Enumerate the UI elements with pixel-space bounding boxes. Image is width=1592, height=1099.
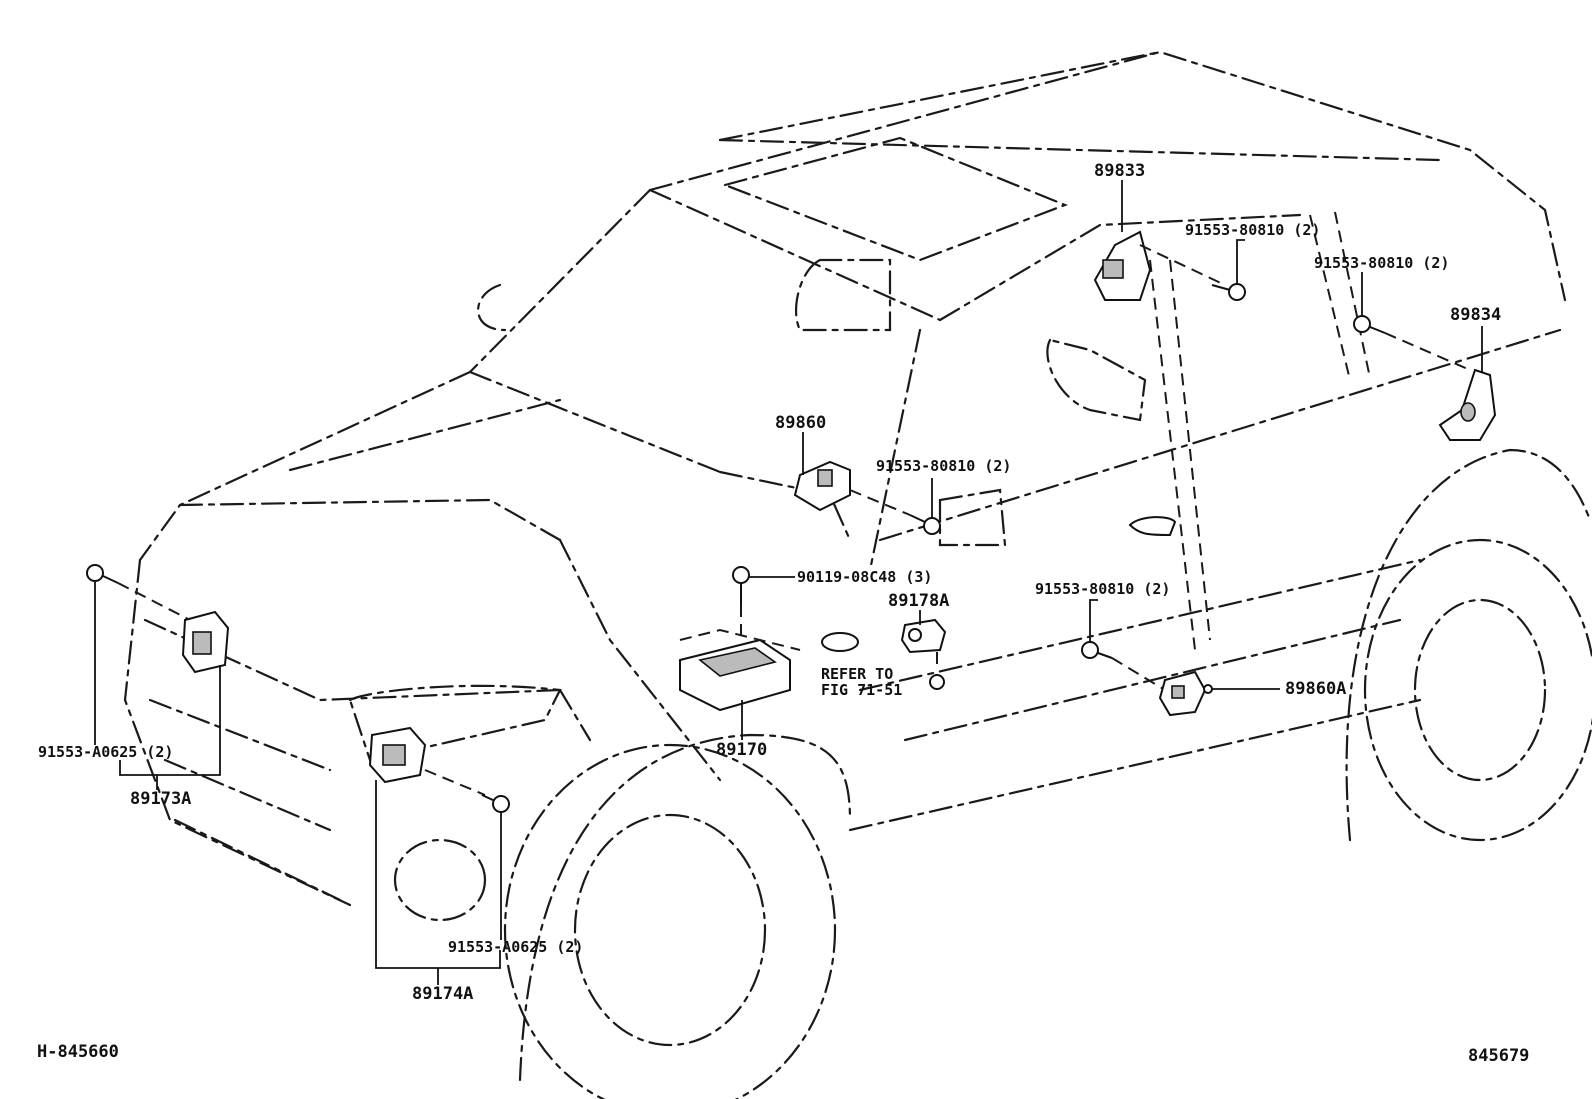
label-91553-80810-d: 91553-80810 (2) bbox=[1035, 580, 1171, 598]
part-89834-sensor bbox=[1438, 326, 1497, 441]
part-89833-sensor bbox=[1093, 180, 1226, 301]
bolt-91553-80810-b bbox=[1353, 272, 1471, 371]
label-refer-fig: FIG 71-51 bbox=[821, 681, 903, 699]
label-91553-80810-c: 91553-80810 (2) bbox=[876, 457, 1012, 475]
part-89173a-sensor bbox=[119, 610, 230, 790]
label-91553-80810-b: 91553-80810 (2) bbox=[1314, 254, 1450, 272]
label-91553-80810-a: 91553-80810 (2) bbox=[1185, 221, 1321, 239]
label-89174a: 89174A bbox=[412, 984, 474, 1004]
figure-number: 845679 bbox=[1468, 1046, 1530, 1066]
label-90119-08c48: 90119-08C48 (3) bbox=[797, 568, 933, 586]
label-89833: 89833 bbox=[1094, 161, 1146, 181]
label-91553-a0625-a: 91553-A0625 (2) bbox=[38, 743, 174, 761]
bolt-91553-80810-d bbox=[1081, 599, 1166, 691]
part-89860-sensor bbox=[793, 432, 911, 516]
bolt-91553-80810-c bbox=[909, 478, 941, 535]
label-89173a: 89173A bbox=[130, 789, 192, 809]
label-89860a: 89860A bbox=[1285, 679, 1347, 699]
part-89170-ecu bbox=[679, 628, 801, 740]
figure-code: H-845660 bbox=[37, 1042, 119, 1062]
part-89860a-sensor bbox=[1158, 670, 1280, 717]
bolt-91553-a0625-b bbox=[481, 794, 510, 940]
part-89178a-sensor bbox=[900, 610, 947, 690]
part-89174a-sensor bbox=[368, 726, 501, 985]
bolt-90119-08c48 bbox=[732, 566, 795, 640]
label-89860: 89860 bbox=[775, 413, 827, 433]
bolt-91553-80810-a bbox=[1211, 239, 1246, 301]
label-refer-to: REFER TO bbox=[821, 665, 894, 683]
label-89834: 89834 bbox=[1450, 305, 1502, 325]
label-91553-a0625-b: 91553-A0625 (2) bbox=[448, 938, 584, 956]
label-89170: 89170 bbox=[716, 740, 768, 760]
vehicle-outline bbox=[123, 50, 1592, 1099]
bolt-91553-a0625-a bbox=[86, 564, 191, 745]
label-89178a: 89178A bbox=[888, 591, 950, 611]
